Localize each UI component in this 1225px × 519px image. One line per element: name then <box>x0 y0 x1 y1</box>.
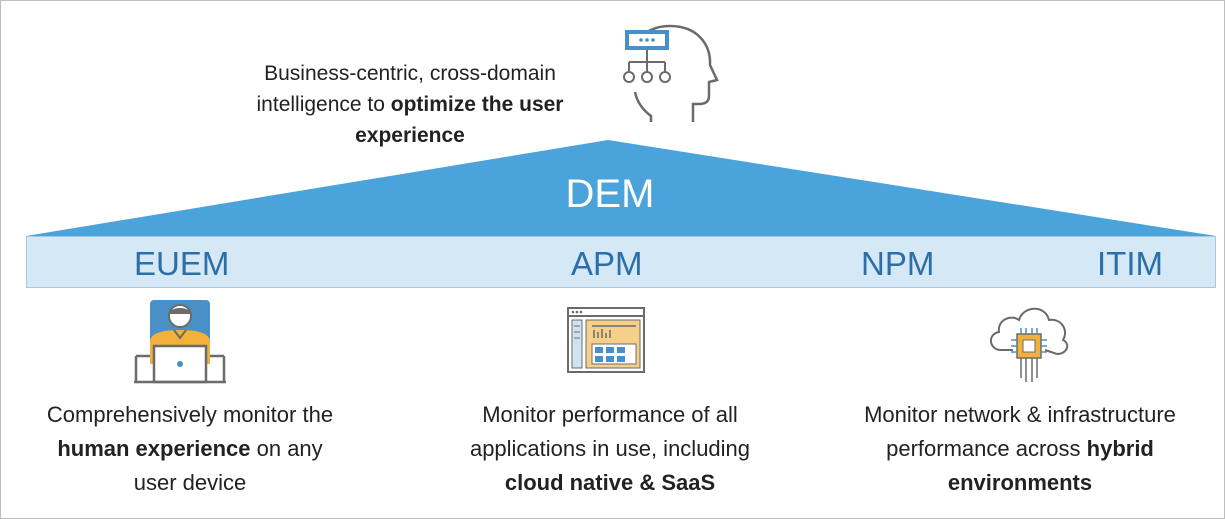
euem-line-1: Comprehensively monitor the <box>46 402 334 427</box>
euem-line-2-bold: human experience <box>57 436 251 461</box>
top-line-2-bold: optimize the user <box>390 93 564 116</box>
band-label-euem: EUEM <box>134 245 230 282</box>
euem-line-3: user device <box>133 470 247 495</box>
apm-line-1: Monitor performance of all <box>482 402 738 427</box>
user-laptop-icon <box>134 300 226 384</box>
apm-description: Monitor performance of all applications … <box>430 398 790 500</box>
dashboard-window-icon <box>567 307 645 373</box>
apm-line-3-bold: cloud native & SaaS <box>504 470 716 495</box>
top-line-1: Business-centric, cross-domain <box>264 62 556 85</box>
euem-line-2-post: on any <box>250 436 323 461</box>
band-label-itim: ITIM <box>1097 245 1163 282</box>
top-line-2-pre: intelligence to <box>256 93 391 116</box>
dem-label: DEM <box>565 172 655 216</box>
itim-line-2-pre: performance across <box>886 436 1087 461</box>
band-label-npm: NPM <box>861 245 935 282</box>
itim-line-2-bold: hybrid <box>1086 436 1154 461</box>
top-description: Business-centric, cross-domain intellige… <box>210 58 610 151</box>
capability-band <box>26 236 1216 288</box>
top-line-3-bold: experience <box>355 124 465 147</box>
euem-description: Comprehensively monitor the human experi… <box>10 398 370 500</box>
band-label-apm: APM <box>571 245 643 282</box>
apm-line-2: applications in use, including <box>469 436 751 461</box>
head-network-icon <box>623 24 719 122</box>
itim-line-1: Monitor network & infrastructure <box>864 402 1176 427</box>
cloud-chip-icon <box>990 307 1069 382</box>
itim-line-3-bold: environments <box>947 470 1093 495</box>
dem-roof <box>26 140 1216 236</box>
itim-description: Monitor network & infrastructure perform… <box>835 398 1205 500</box>
